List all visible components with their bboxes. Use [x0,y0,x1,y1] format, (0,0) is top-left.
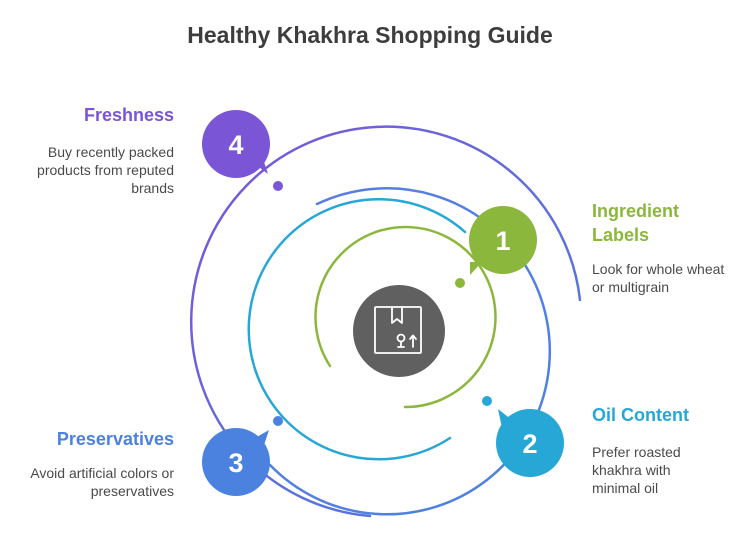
step-number-1: 1 [495,226,510,256]
step-description-oil-content: Prefer roasted khakhra with minimal oil [592,444,681,496]
step-bubble-1: 1 [469,206,537,275]
step-bubble-4: 4 [202,110,270,178]
package-box-icon [374,306,422,354]
marker-dot-2 [482,396,492,406]
step-number-2: 2 [522,429,537,459]
step-title-oil-content: Oil Content [592,405,689,425]
marker-dot-1 [455,278,465,288]
step-description-preservatives: Avoid artificial colors or preservatives [30,465,174,499]
step-number-4: 4 [228,130,243,160]
step-bubble-3: 3 [202,428,270,496]
step-title-freshness: Freshness [83,105,174,125]
ring-preservatives-arc [268,187,552,516]
step-description-ingredient-labels: Look for whole wheat or multigrain [592,261,725,295]
step-description-freshness: Buy recently packed products from repute… [37,144,174,196]
step-bubble-2: 2 [496,409,564,477]
ring-ingredient-arc [314,225,497,409]
marker-dot-3 [273,416,283,426]
step-title-ingredient-labels: Ingredient Labels [592,201,680,245]
step-number-3: 3 [228,448,243,478]
step-title-preservatives: Preservatives [56,429,174,449]
ring-oil-content-arc [247,198,467,461]
marker-dot-4 [273,181,283,191]
center-circle [353,285,445,377]
page-title: Healthy Khakhra Shopping Guide [187,22,553,48]
